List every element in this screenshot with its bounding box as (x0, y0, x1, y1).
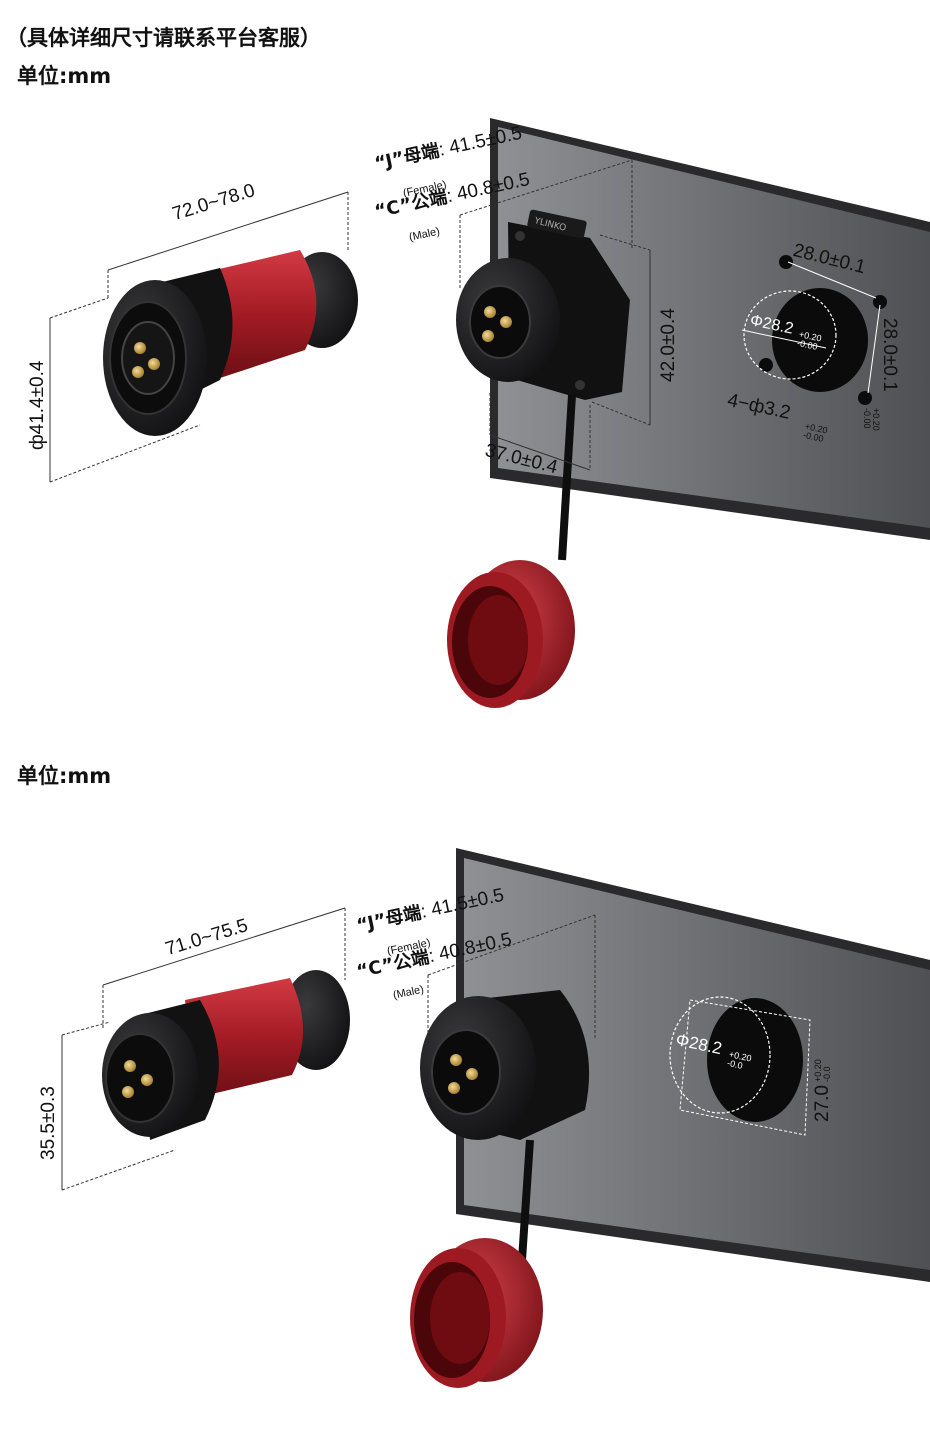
unit-label-top: 单位:mm (17, 64, 112, 88)
panel-cutout-bottom (669, 996, 811, 1136)
mounting-panel-top (490, 118, 930, 540)
panel-socket-top (456, 209, 630, 561)
bottom-plug-diameter-label: 35.5±0.3 (38, 1086, 59, 1160)
dust-cap-bottom (410, 1238, 543, 1388)
plug-connector-top (103, 250, 358, 436)
unit-label-bottom: 单位:mm (17, 764, 112, 788)
hole-spacing-v-label: 28.0±0.1 (879, 318, 900, 392)
contact-note: （具体详细尺寸请联系平台客服） (6, 26, 321, 50)
flat-height-tol: +0.20-0.0 (813, 1059, 832, 1082)
flange-height-label: 42.0±0.4 (658, 308, 679, 382)
dust-cap-top (447, 560, 575, 708)
dimension-lines (49, 159, 651, 1191)
panel-socket-bottom (420, 990, 590, 1291)
panel-cutout-top (741, 255, 887, 405)
flat-height-label: 27.0 (812, 1085, 833, 1122)
hole-spacing-v-tol: +0.20-0.00 (862, 408, 881, 431)
plug-connector-bottom (102, 970, 350, 1140)
top-plug-diameter-label: ф41.4±0.4 (27, 360, 48, 450)
mounting-panel-bottom (456, 848, 930, 1282)
